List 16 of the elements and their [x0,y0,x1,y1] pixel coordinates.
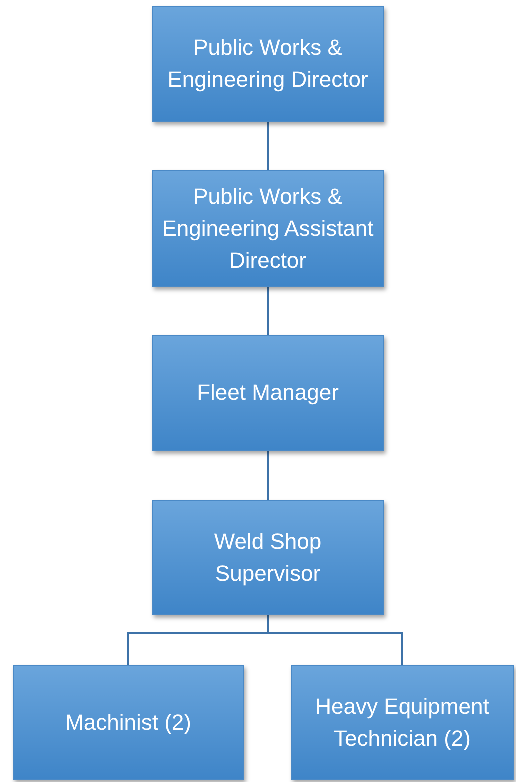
connector-line [267,451,269,500]
role-title: Fleet Manager [197,379,339,407]
role-title: Machinist (2) [66,708,192,736]
org-box [13,665,244,780]
connector-line [267,122,269,170]
org-box [152,6,384,122]
org-box [152,170,384,287]
connector-line [267,615,404,665]
role-title: Public Works & Engineering Director [166,34,370,94]
org-box [152,500,384,615]
connector-line [267,287,269,335]
org-box [291,665,514,780]
role-title: Heavy Equipment Technician (2) [314,692,490,752]
org-box [152,335,384,451]
role-title: Weld Shop Supervisor [213,528,323,588]
role-title: Public Works & Engineering Assistant Director [161,182,375,274]
